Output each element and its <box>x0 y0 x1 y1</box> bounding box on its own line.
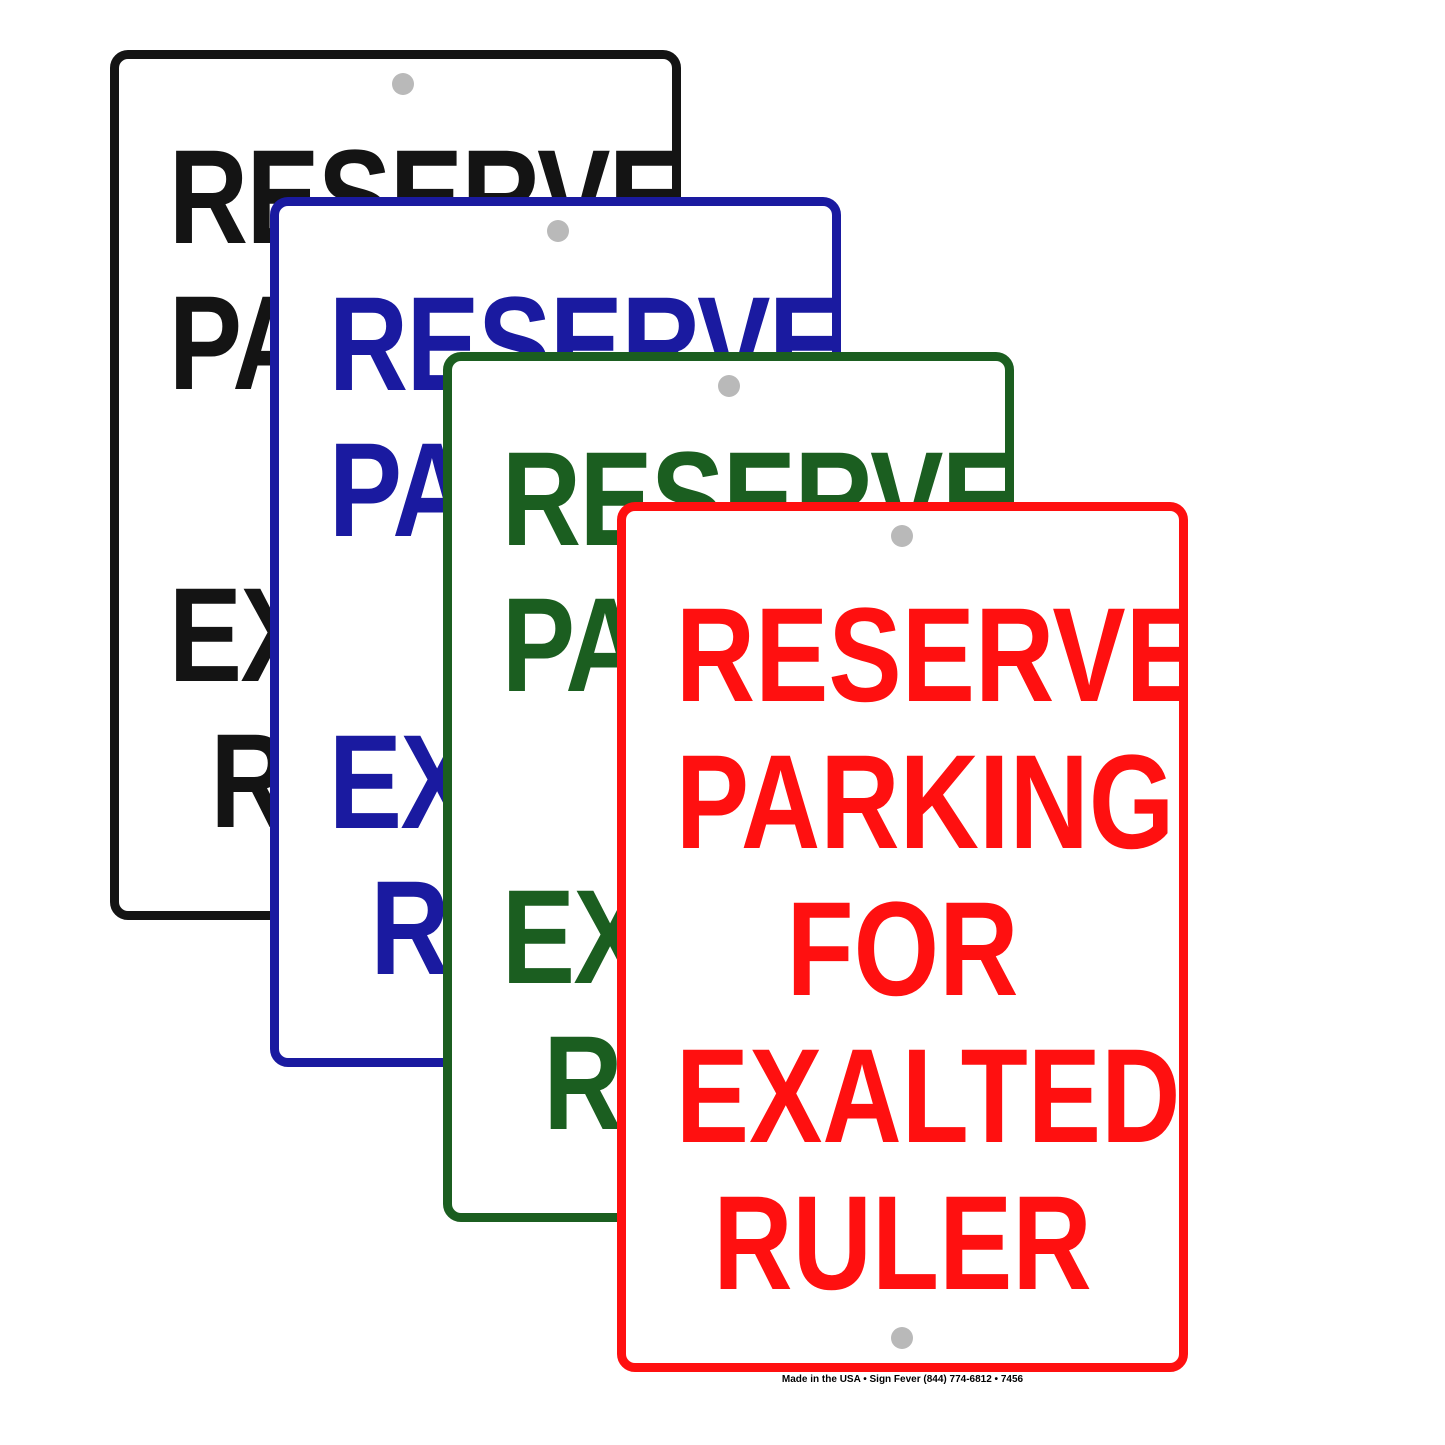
sign-line-reserved: RESERVED <box>675 581 1179 730</box>
manufacturer-note: Made in the USA • Sign Fever (844) 774-6… <box>781 1374 1024 1385</box>
sign-line-for: FOR <box>786 875 1019 1024</box>
sign-red: RESERVED PARKING FOR EXALTED RULER <box>617 502 1188 1372</box>
sign-text: RESERVED PARKING FOR EXALTED RULER <box>675 581 1181 1324</box>
sign-line-exalted: EXALTED <box>675 1022 1181 1171</box>
sign-line-parking: PARKING <box>675 728 1175 877</box>
mounting-hole-icon <box>392 73 414 95</box>
mounting-hole-icon <box>891 525 913 547</box>
mounting-hole-icon <box>718 375 740 397</box>
sign-line-ruler: RULER <box>713 1169 1092 1318</box>
mounting-hole-icon <box>891 1327 913 1349</box>
mounting-hole-icon <box>547 220 569 242</box>
